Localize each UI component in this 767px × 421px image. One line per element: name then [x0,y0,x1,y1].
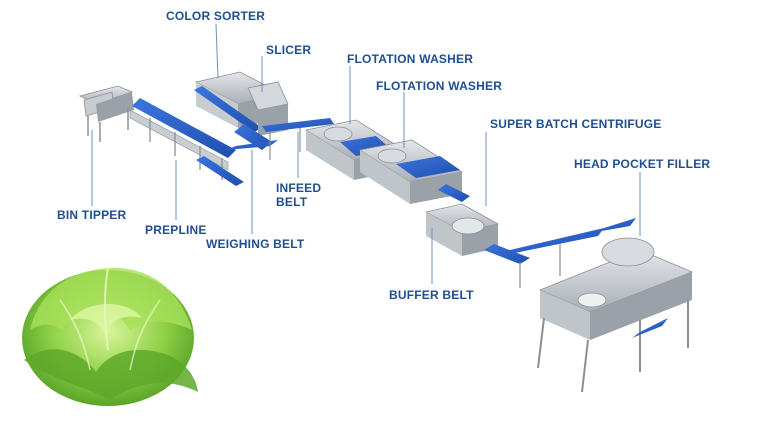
label-weighing-belt: WEIGHING BELT [206,237,305,251]
flotation-washer-2-machine [358,139,470,204]
label-bin-tipper: BIN TIPPER [57,208,127,222]
label-infeed-belt: INFEED BELT [276,181,321,209]
label-slicer: SLICER [266,43,312,57]
head-pocket-filler-machine [537,237,694,393]
weighing-belt-machine [226,118,334,160]
label-prepline: PREPLINE [145,223,207,237]
label-flotation-washer-1: FLOTATION WASHER [347,52,474,66]
label-infeed-belt-line1: INFEED [276,181,322,195]
label-super-batch-centrifuge: SUPER BATCH CENTRIFUGE [490,117,662,131]
label-head-pocket-filler: HEAD POCKET FILLER [574,157,711,171]
label-color-sorter: COLOR SORTER [166,9,266,23]
lettuce-image [22,267,198,406]
leader-color-sorter [215,23,219,79]
buffer-belt-machine [484,218,636,288]
bin-tipper-machine [78,85,134,142]
leader-lines [91,23,641,284]
label-buffer-belt: BUFFER BELT [389,288,474,302]
label-infeed-belt-line2: BELT [276,195,308,209]
prepline-machine [129,98,244,186]
super-batch-centrifuge-machine [424,203,500,256]
label-flotation-washer-2: FLOTATION WASHER [376,79,503,93]
